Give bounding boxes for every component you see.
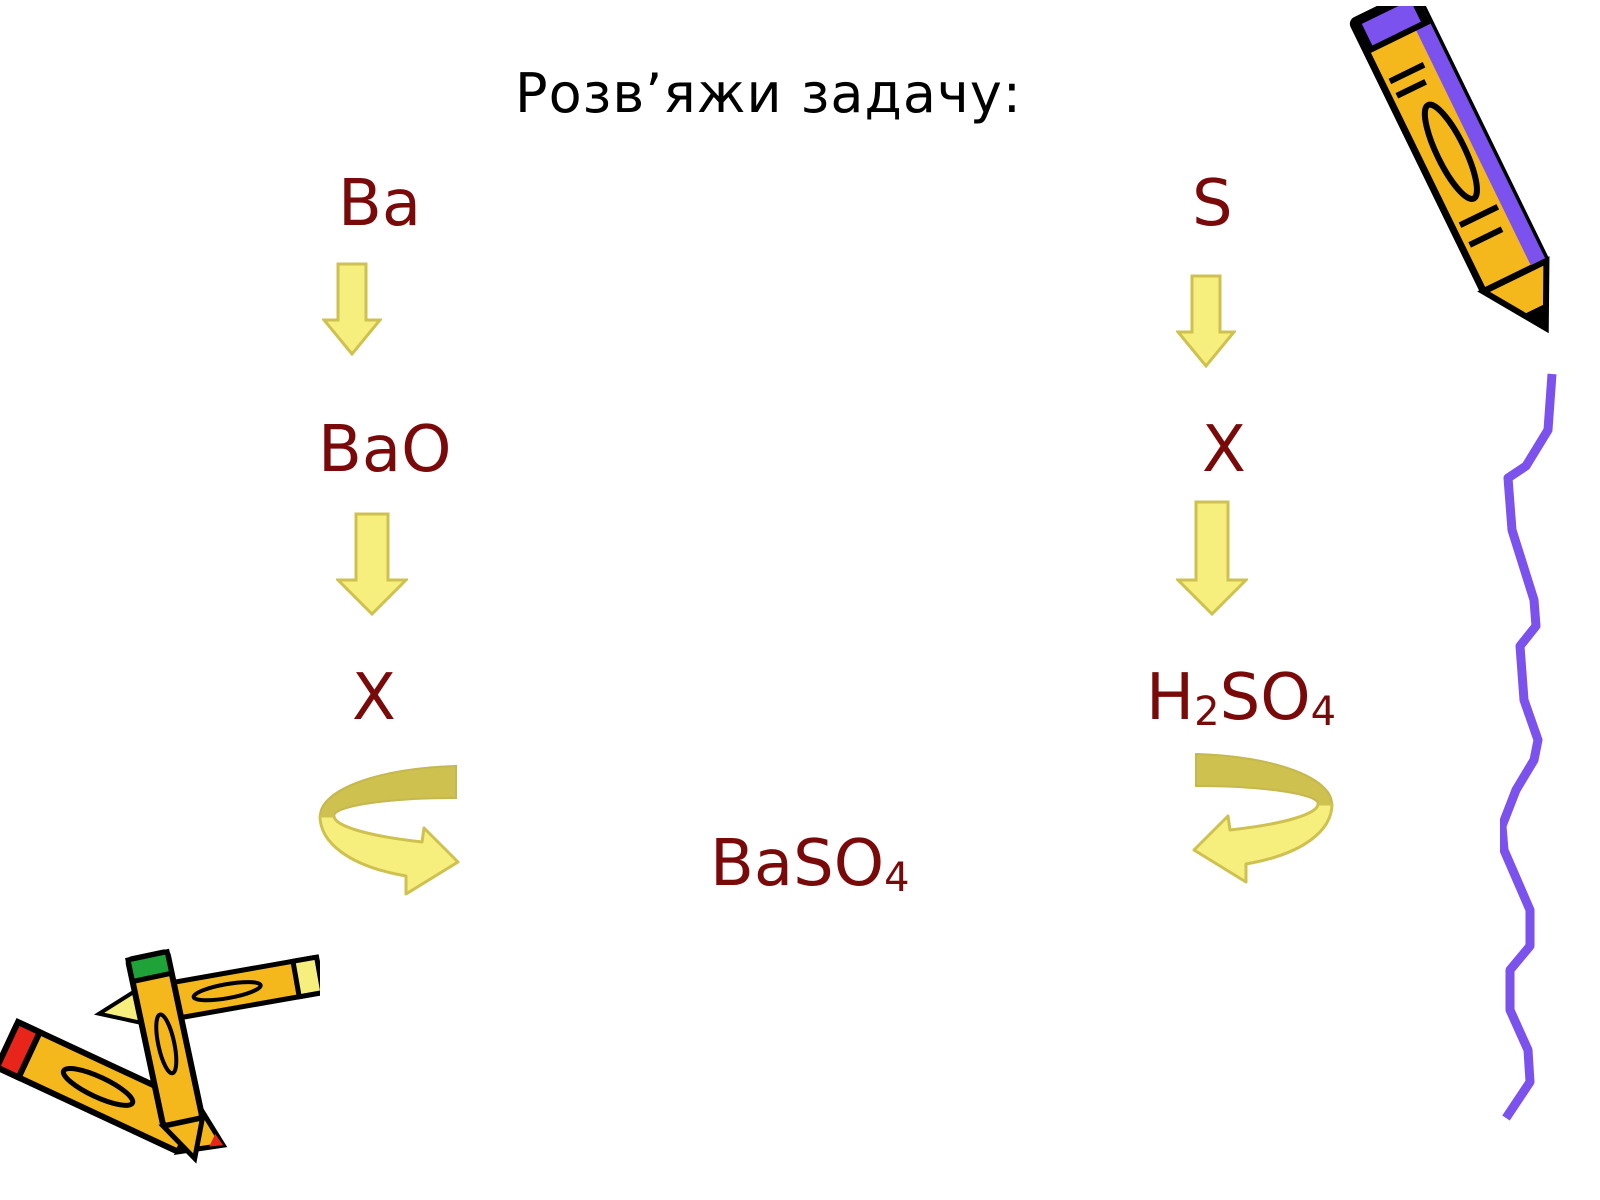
curved-arrow-icon [318, 764, 460, 896]
formula-ba: Ba [338, 167, 422, 241]
formula-s: S [1192, 167, 1233, 241]
formula-h2so4-sub2: 4 [1310, 689, 1337, 735]
down-arrow-icon [322, 262, 382, 356]
formula-x-left: X [352, 661, 396, 735]
formula-bao: BaO [318, 413, 452, 487]
formula-baso4-base: BaSO [710, 827, 885, 901]
crossed-pencils-icon [0, 948, 320, 1164]
down-arrow-icon [1176, 274, 1236, 368]
down-arrow-icon [336, 512, 408, 616]
formula-h2so4-part1: H [1146, 661, 1195, 735]
formula-baso4: BaSO4 [710, 832, 910, 898]
formula-h2so4-part2: SO [1219, 661, 1311, 735]
curved-arrow-icon [1192, 752, 1334, 884]
down-arrow-icon [1176, 500, 1248, 616]
formula-h2so4-sub1: 2 [1194, 689, 1220, 735]
formula-h2so4: H2SO4 [1146, 666, 1336, 732]
formula-x-right: X [1202, 413, 1246, 487]
slide-title: Розв’яжи задачу: [515, 62, 1022, 125]
wavy-line-icon [1500, 373, 1557, 1121]
pencil-icon [1349, 6, 1550, 334]
formula-baso4-sub: 4 [884, 855, 910, 901]
